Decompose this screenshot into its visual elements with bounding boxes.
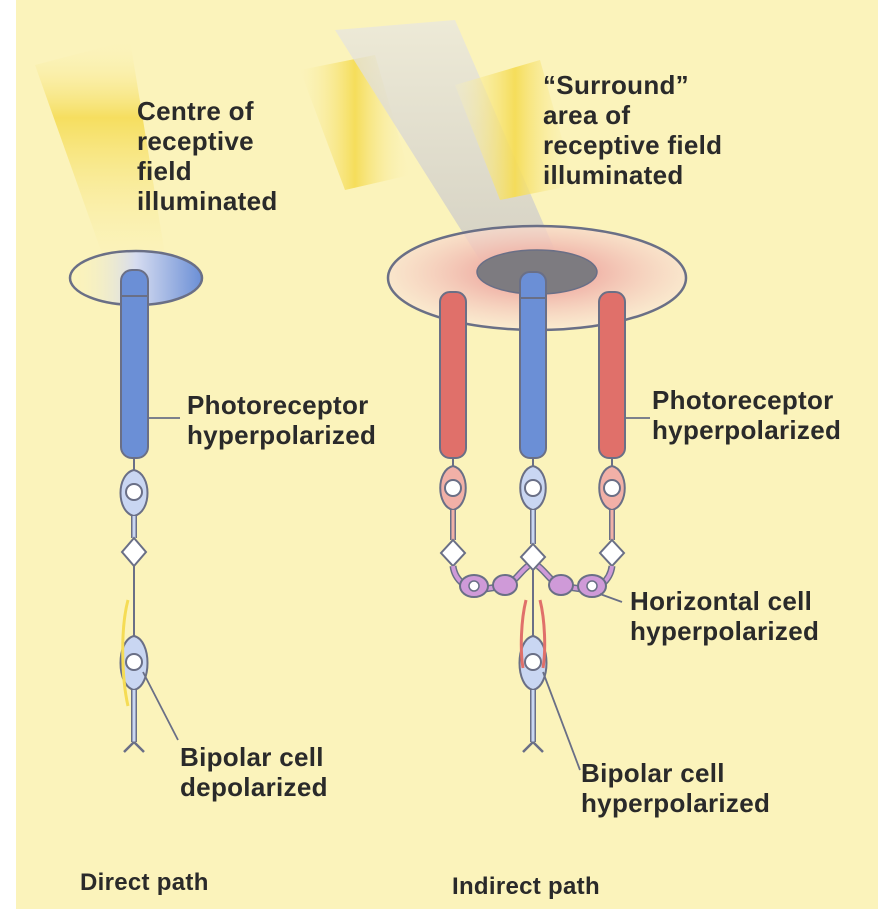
photoreceptor-right-centre	[520, 272, 546, 458]
photoreceptor-left	[121, 270, 148, 458]
indirect-path-cells	[440, 272, 625, 752]
label-bipolar-left: Bipolar cell depolarized	[180, 742, 328, 802]
label-direct-path: Direct path	[80, 868, 209, 898]
label-photoreceptor-right: Photoreceptor hyperpolarized	[652, 385, 841, 445]
label-horizontal-cell: Horizontal cell hyperpolarized	[630, 586, 819, 646]
pointer-bipolar-right	[543, 672, 580, 770]
direct-path-cells	[121, 270, 149, 752]
photoreceptor-right-left	[440, 292, 466, 458]
pointer-horizontal	[600, 594, 622, 602]
label-bipolar-right: Bipolar cell hyperpolarized	[581, 758, 770, 818]
pointer-bipolar-left	[143, 672, 178, 740]
label-surround-illuminated: “Surround” area of receptive field illum…	[543, 70, 722, 190]
label-centre-illuminated: Centre of receptive field illuminated	[137, 96, 278, 216]
label-indirect-path: Indirect path	[452, 872, 600, 902]
label-photoreceptor-left: Photoreceptor hyperpolarized	[187, 390, 376, 450]
photoreceptor-right-right	[599, 292, 625, 458]
bipolar-cell-right	[520, 570, 547, 690]
